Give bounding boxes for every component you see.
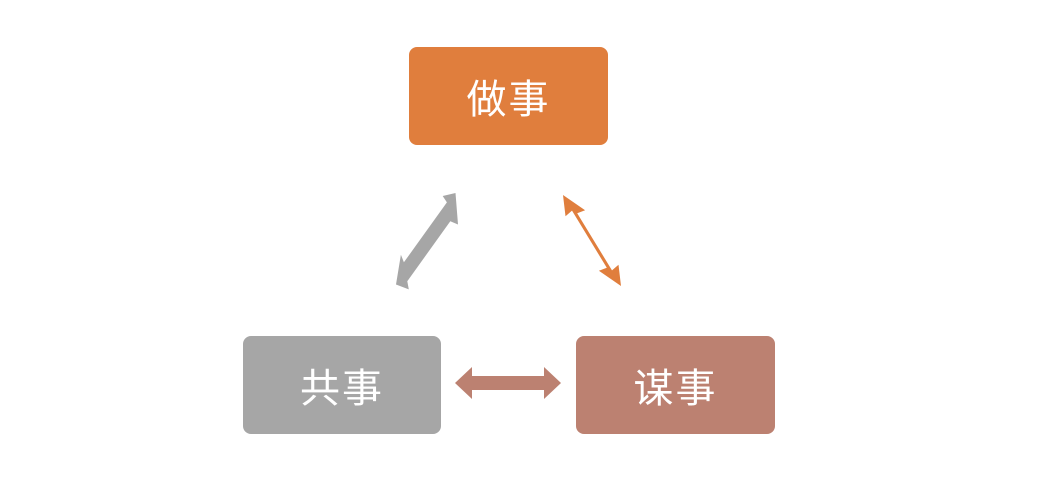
node-working-together: 共事 — [243, 336, 441, 434]
node-label-doing-things: 做事 — [466, 77, 551, 123]
node-label-planning-things: 谋事 — [633, 366, 718, 412]
node-label-working-together: 共事 — [300, 366, 384, 412]
node-doing-things: 做事 — [409, 47, 608, 145]
double-arrow-left-right — [455, 367, 561, 399]
node-planning-things: 谋事 — [576, 336, 775, 434]
double-arrow-left-top — [396, 193, 458, 290]
double-arrow-top-right — [563, 195, 621, 286]
